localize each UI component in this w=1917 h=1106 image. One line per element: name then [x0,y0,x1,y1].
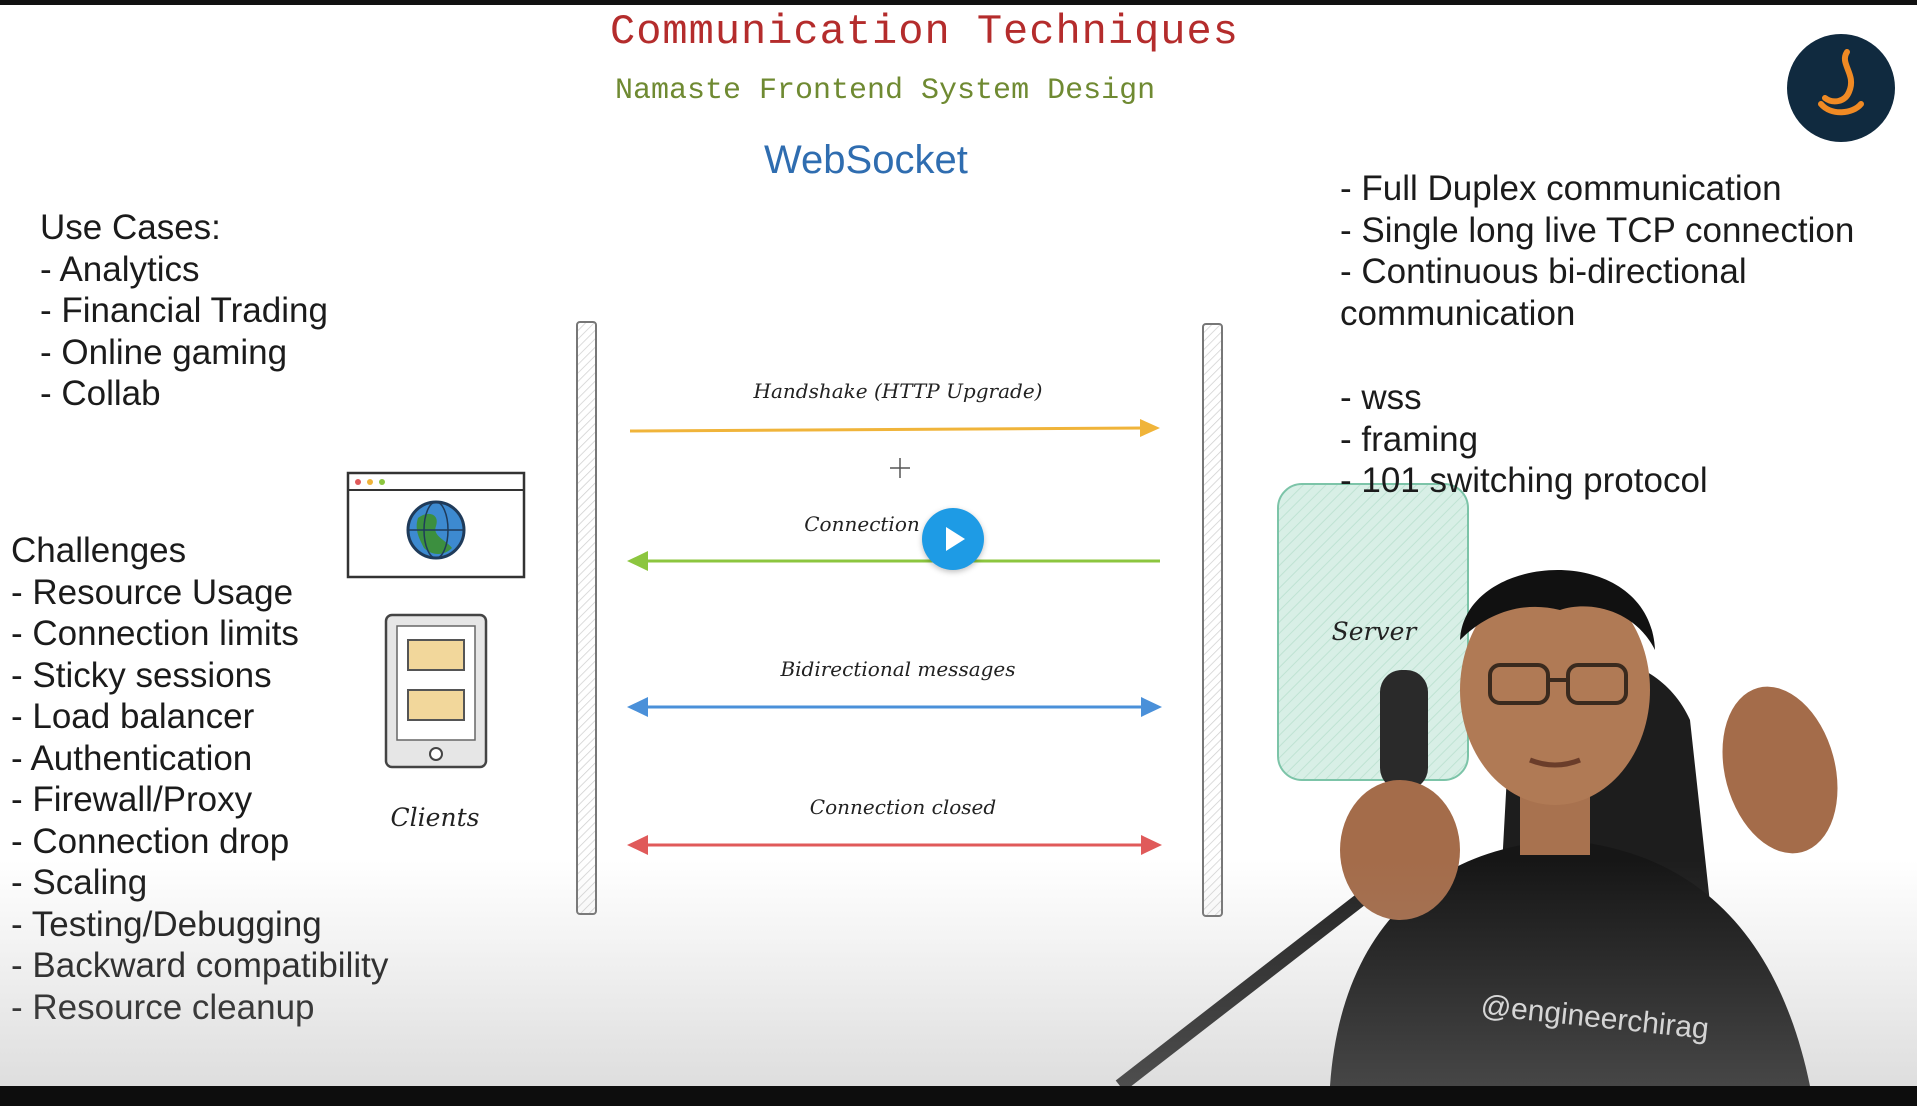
list-item: - Resource cleanup [11,987,315,1027]
features-list: - Full Duplex communication - Single lon… [1340,168,1854,334]
list-item: - Connection limits [11,614,299,653]
list-item: - 101 switching protocol [1340,461,1708,500]
clients-label: Clients [391,803,480,832]
arrow-label-closed: Connection closed [810,795,996,819]
use-cases-heading: Use Cases: [40,208,221,247]
use-cases-list: Use Cases: - Analytics - Financial Tradi… [40,207,328,415]
challenges-heading: Challenges [11,531,187,570]
arrow-handshake [629,419,1160,437]
play-button[interactable] [922,508,984,570]
topic-heading: WebSocket [764,138,968,182]
list-item: - Financial Trading [40,291,328,330]
list-item: - framing [1340,419,1479,459]
list-item: - Analytics [40,249,200,289]
player-controls-bar[interactable] [0,1086,1917,1106]
tablet-icon [384,613,488,769]
server-lifeline [1202,323,1223,917]
presenter-video: @engineerchirag [1115,570,1838,1086]
list-item: - Scaling [11,863,148,902]
list-item: - Testing/Debugging [11,904,322,944]
arrow-label-handshake: Handshake (HTTP Upgrade) [753,379,1043,403]
list-item: - Collab [40,374,161,413]
list-item: - Full Duplex communication [1340,169,1782,208]
list-item: - Sticky sessions [11,655,272,695]
list-item: - Resource Usage [11,572,294,612]
arrow-connection-closed [627,835,1162,855]
list-item: - Firewall/Proxy [11,780,253,819]
slide-title: Communication Techniques [610,8,1239,56]
server-label: Server [1332,617,1419,646]
list-item: communication [1340,293,1576,333]
arrow-bidirectional [627,697,1162,717]
globe-icon [406,500,466,560]
list-item: - Load balancer [11,697,255,736]
list-item: - Single long live TCP connection [1340,210,1855,250]
top-strip [0,0,1917,5]
protocol-list: - wss - framing - 101 switching protocol [1340,377,1708,502]
client-lifeline [576,321,597,915]
slide-subtitle: Namaste Frontend System Design [615,74,1156,108]
list-item: - wss [1340,378,1422,417]
arrow-label-bidirectional: Bidirectional messages [779,657,1015,681]
list-item: - Continuous bi-directional [1340,252,1747,291]
list-item: - Backward compatibility [11,946,389,985]
list-item: - Online gaming [40,332,288,372]
cursor-crosshair [890,458,910,478]
arrow-connection-established [627,551,1160,571]
logo-icon[interactable] [1787,34,1895,142]
list-item: - Connection drop [11,821,290,861]
arrow-label-connection: Connection [804,512,920,536]
list-item: - Authentication [11,738,253,778]
challenges-list: Challenges - Resource Usage - Connection… [11,530,388,1028]
play-icon [946,527,965,551]
